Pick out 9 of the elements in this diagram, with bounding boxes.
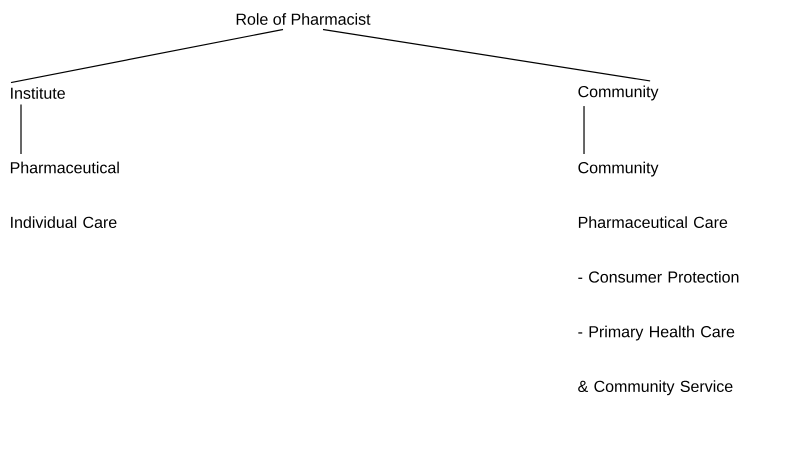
connector-line — [20, 104, 22, 154]
connector-line — [583, 106, 585, 154]
node-text: Community — [578, 86, 658, 100]
connector-line — [10, 28, 284, 84]
node-text: Pharmaceutical Individual Care — [10, 162, 119, 228]
node-text: Institute — [11, 87, 65, 99]
connector-line — [322, 28, 650, 82]
node-text: Community Pharmaceutical Care - Consumer Protection - Primary Health Care & Community Service — [578, 162, 738, 396]
node-text: Role of Pharmacist — [236, 13, 370, 25]
